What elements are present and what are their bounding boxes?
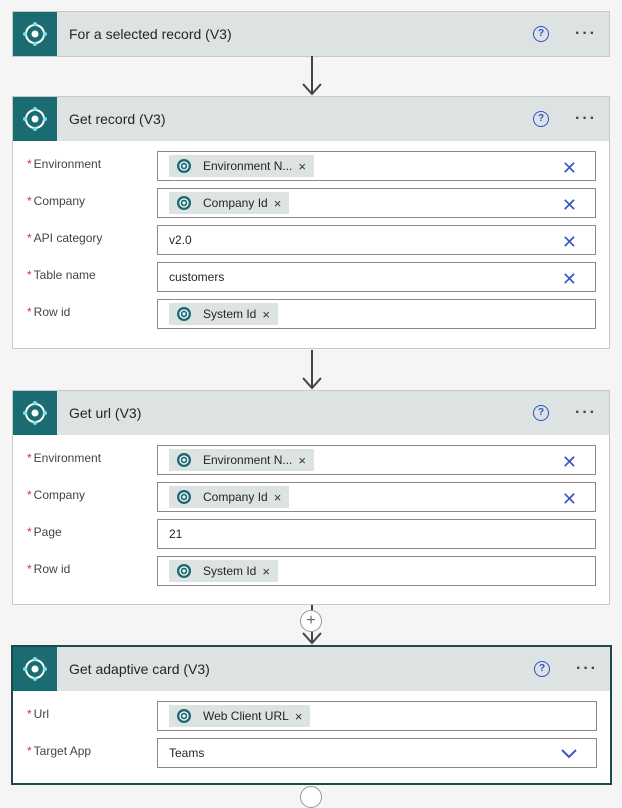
field-label: *Environment: [27, 157, 102, 171]
business-central-logo-icon: [13, 391, 57, 435]
url-input[interactable]: Web Client URL×: [157, 701, 597, 731]
card-title: Get url (V3): [69, 405, 142, 421]
card-title: Get record (V3): [69, 111, 166, 127]
business-central-token-icon: [173, 155, 195, 177]
dynamic-token[interactable]: System Id×: [169, 303, 278, 325]
field-environment: *Environment Environment N...× ✕: [13, 441, 609, 478]
remove-token-icon[interactable]: ×: [262, 306, 270, 322]
business-central-logo-icon: [13, 97, 57, 141]
more-options-icon[interactable]: ···: [575, 25, 597, 42]
card-title: Get adaptive card (V3): [69, 661, 210, 677]
dynamic-token[interactable]: Environment N...×: [169, 449, 314, 471]
business-central-token-icon: [173, 486, 195, 508]
field-table-name: *Table name customers ✕: [13, 258, 609, 295]
field-target-app: *Target App Teams: [13, 734, 610, 771]
more-options-icon[interactable]: ···: [576, 660, 598, 677]
row-id-input[interactable]: System Id×: [157, 299, 596, 329]
row-id-input[interactable]: System Id×: [157, 556, 596, 586]
clear-field-icon[interactable]: ✕: [561, 232, 577, 252]
help-icon[interactable]: ?: [533, 405, 550, 421]
connector-arrow-icon: [302, 350, 322, 390]
field-label: *Environment: [27, 451, 102, 465]
field-label: *Target App: [27, 744, 92, 758]
field-label: *Table name: [27, 268, 96, 282]
clear-field-icon[interactable]: ✕: [561, 489, 577, 509]
card-header[interactable]: Get adaptive card (V3) ? ···: [13, 647, 610, 691]
clear-field-icon[interactable]: ✕: [561, 269, 577, 289]
card-header[interactable]: Get url (V3) ? ···: [13, 391, 609, 435]
dynamic-token[interactable]: Company Id×: [169, 486, 290, 508]
field-label: *Company: [27, 488, 86, 502]
business-central-token-icon: [173, 560, 195, 582]
environment-input[interactable]: Environment N...× ✕: [157, 151, 596, 181]
field-label: *Company: [27, 194, 86, 208]
remove-token-icon[interactable]: ×: [298, 452, 306, 468]
help-icon[interactable]: ?: [534, 661, 551, 677]
add-step-circle[interactable]: [300, 786, 322, 808]
field-company: *Company Company Id× ✕: [13, 478, 609, 515]
field-label: *Page: [27, 525, 62, 539]
get-url-card[interactable]: Get url (V3) ? ··· *Environment Environm…: [12, 390, 610, 605]
field-company: *Company Company Id× ✕: [13, 184, 609, 221]
get-record-card[interactable]: Get record (V3) ? ··· *Environment Envir…: [12, 96, 610, 349]
field-label: *Row id: [27, 562, 71, 576]
dynamic-token[interactable]: Web Client URL×: [169, 705, 311, 727]
business-central-token-icon: [173, 705, 195, 727]
more-options-icon[interactable]: ···: [575, 404, 597, 421]
card-header[interactable]: For a selected record (V3) ? ···: [13, 12, 609, 56]
company-input[interactable]: Company Id× ✕: [157, 482, 596, 512]
remove-token-icon[interactable]: ×: [273, 195, 282, 211]
field-environment: *Environment Environment N...× ✕: [13, 147, 609, 184]
trigger-card[interactable]: For a selected record (V3) ? ···: [12, 11, 610, 57]
company-input[interactable]: Company Id× ✕: [157, 188, 596, 218]
field-label: *Row id: [27, 305, 71, 319]
remove-token-icon[interactable]: ×: [298, 158, 306, 174]
clear-field-icon[interactable]: ✕: [561, 158, 577, 178]
field-label: *API category: [27, 231, 103, 245]
field-page: *Page 21: [13, 515, 609, 552]
business-central-logo-icon: [13, 647, 57, 691]
remove-token-icon[interactable]: ×: [262, 563, 270, 579]
field-api-category: *API category v2.0 ✕: [13, 221, 609, 258]
api-category-input[interactable]: v2.0 ✕: [157, 225, 596, 255]
environment-input[interactable]: Environment N...× ✕: [157, 445, 596, 475]
chevron-down-icon[interactable]: [560, 744, 578, 762]
page-input[interactable]: 21: [157, 519, 596, 549]
business-central-token-icon: [173, 449, 195, 471]
business-central-logo-icon: [13, 12, 57, 56]
get-adaptive-card-card[interactable]: Get adaptive card (V3) ? ··· *Url Web Cl…: [11, 645, 612, 785]
dynamic-token[interactable]: Company Id×: [169, 192, 290, 214]
field-row-id: *Row id System Id×: [13, 552, 609, 589]
remove-token-icon[interactable]: ×: [273, 489, 282, 505]
clear-field-icon[interactable]: ✕: [561, 452, 577, 472]
remove-token-icon[interactable]: ×: [294, 708, 303, 724]
business-central-token-icon: [173, 192, 195, 214]
field-label: *Url: [27, 707, 49, 721]
card-title: For a selected record (V3): [69, 26, 232, 42]
field-url: *Url Web Client URL×: [13, 697, 610, 734]
more-options-icon[interactable]: ···: [575, 110, 597, 127]
add-step-icon[interactable]: +: [300, 610, 322, 632]
target-app-dropdown[interactable]: Teams: [157, 738, 597, 768]
business-central-token-icon: [173, 303, 195, 325]
card-header[interactable]: Get record (V3) ? ···: [13, 97, 609, 141]
connector-arrow-icon: [302, 56, 322, 96]
help-icon[interactable]: ?: [533, 111, 550, 127]
field-row-id: *Row id System Id×: [13, 295, 609, 332]
table-name-input[interactable]: customers ✕: [157, 262, 596, 292]
dynamic-token[interactable]: System Id×: [169, 560, 278, 582]
help-icon[interactable]: ?: [533, 26, 550, 42]
dynamic-token[interactable]: Environment N...×: [169, 155, 314, 177]
clear-field-icon[interactable]: ✕: [561, 195, 577, 215]
